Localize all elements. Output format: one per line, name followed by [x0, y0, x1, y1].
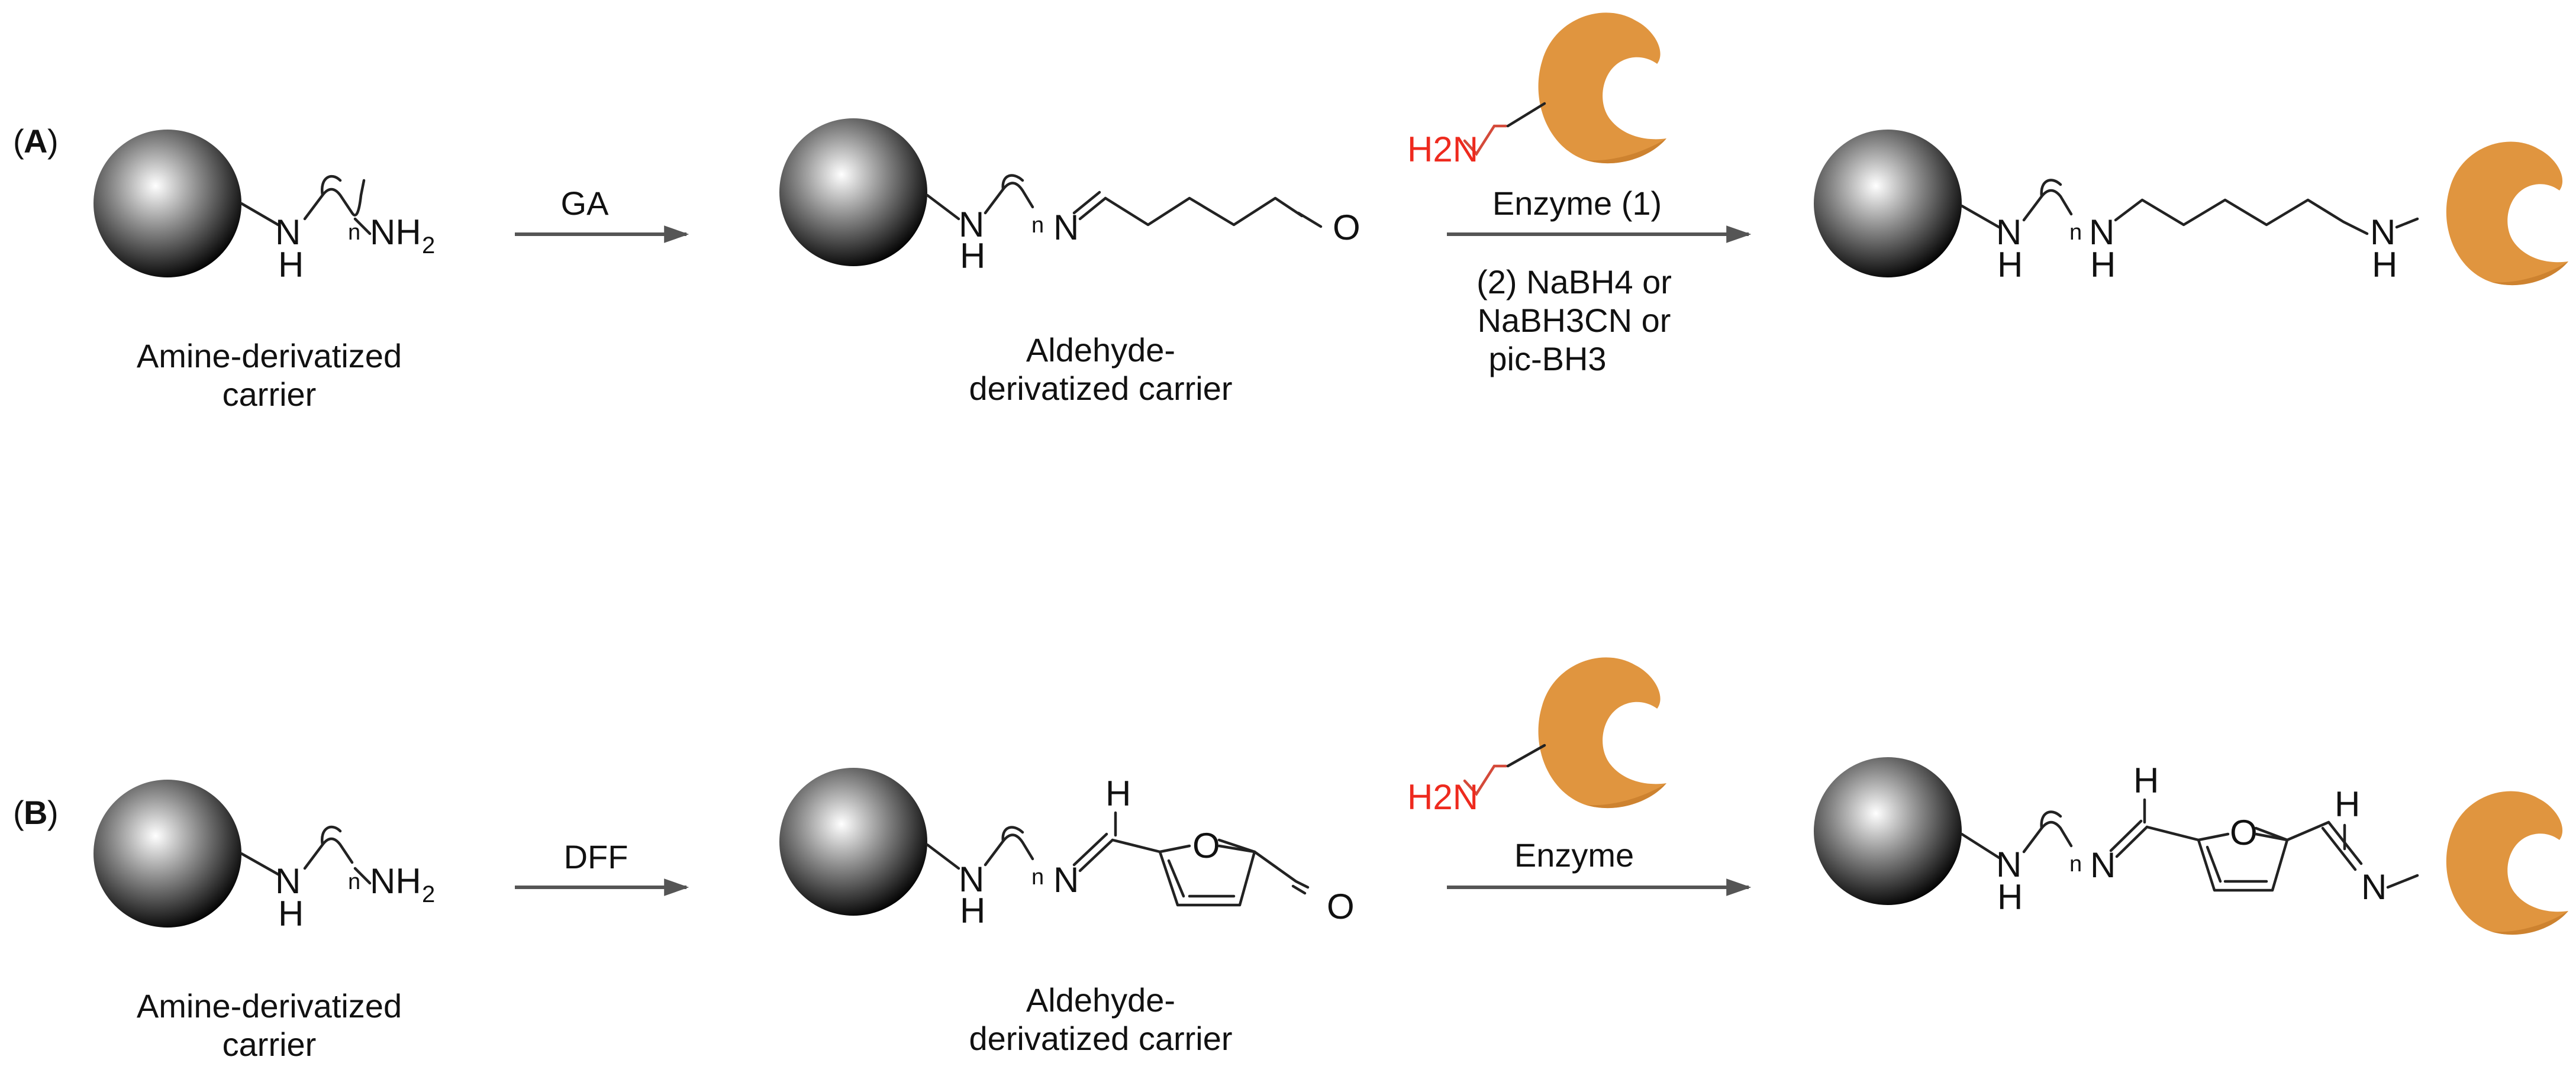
panel-a-close-paren: ) — [47, 122, 59, 160]
panel-b-product-structure: N H n N H O H N — [1814, 757, 2568, 935]
atom-n: N — [275, 212, 301, 252]
panel-a-open-paren: ( — [13, 122, 24, 160]
panel-a-intermediate-label-line2: derivatized carrier — [969, 370, 1232, 407]
atom-h: H — [278, 894, 304, 933]
panel-b-start-label-line2: carrier — [223, 1026, 317, 1063]
panel-a: ( A ) N H n NH 2 Amine-derivatized carri… — [13, 12, 2568, 413]
atom-n: N — [959, 859, 984, 899]
panel-b-close-paren: ) — [47, 794, 59, 831]
atom-h: H — [2335, 784, 2360, 824]
atom-h: H — [1105, 774, 1131, 813]
atom-h: H — [1997, 245, 2023, 285]
panel-a-reagent-ga: GA — [561, 185, 610, 222]
carrier-bead-icon — [779, 768, 927, 916]
atom-n: N — [2361, 867, 2387, 907]
panel-a-start-label-line2: carrier — [223, 376, 317, 413]
repeat-n: n — [1031, 865, 1044, 890]
panel-b-enzyme-reagent: H2N — [1407, 657, 1666, 817]
panel-a-intermediate-label-line1: Aldehyde- — [1026, 331, 1175, 369]
panel-b-reagent-dff: DFF — [564, 838, 628, 875]
atom-h: H — [2372, 245, 2397, 285]
carrier-bead-icon — [1814, 130, 1962, 277]
panel-a-intermediate-structure: N H n N O — [779, 118, 1360, 276]
panel-a-step2-below-2: NaBH3CN or — [1478, 302, 1671, 339]
repeat-n: n — [1031, 213, 1044, 238]
atom-n: N — [275, 861, 301, 901]
atom-n: N — [2370, 212, 2396, 252]
panel-a-step2-below-3: pic-BH3 — [1488, 340, 1606, 377]
enzyme-c-shape-icon — [1538, 12, 1666, 164]
panel-b-intermediate-label-line1: Aldehyde- — [1026, 981, 1175, 1019]
atom-h: H — [278, 245, 304, 285]
atom-o: O — [2230, 813, 2258, 852]
panel-b-step2-above: Enzyme — [1514, 836, 1634, 874]
atom-h: H — [960, 236, 985, 276]
repeat-n: n — [348, 220, 360, 245]
atom-nh: NH — [370, 212, 421, 252]
atom-n: N — [1053, 860, 1079, 900]
panel-a-letter: A — [24, 122, 47, 160]
repeat-n: n — [2069, 220, 2082, 245]
enzyme-c-shape-icon — [2446, 141, 2568, 286]
panel-a-start-label-line1: Amine-derivatized — [137, 337, 402, 374]
atom-h: H — [1997, 877, 2023, 917]
panel-a-step2-below-1: (2) NaBH4 or — [1476, 263, 1672, 300]
amine-h2n-label: H2N — [1407, 130, 1478, 169]
repeat-n: n — [2069, 852, 2082, 877]
enzyme-c-shape-icon — [2446, 791, 2568, 935]
atom-n: N — [2089, 212, 2114, 252]
panel-a-enzyme-reagent: H2N — [1407, 12, 1666, 169]
carrier-bead-icon — [779, 118, 927, 266]
panel-b-start-label-line1: Amine-derivatized — [137, 987, 402, 1025]
atom-n: N — [1053, 208, 1079, 247]
panel-a-product-structure: N H n N H N H — [1814, 130, 2568, 286]
atom-n: N — [1996, 212, 2022, 252]
carrier-bead-icon — [1814, 757, 1962, 905]
atom-o: O — [1192, 826, 1220, 865]
atom-n: N — [1996, 845, 2022, 884]
amine-h2n-label: H2N — [1407, 777, 1478, 817]
panel-a-step2-above: Enzyme (1) — [1492, 185, 1662, 222]
carrier-bead-icon — [94, 130, 241, 277]
atom-n: N — [2090, 845, 2116, 885]
atom-n: N — [959, 205, 984, 244]
subscript-2: 2 — [422, 232, 435, 259]
atom-o: O — [1327, 887, 1355, 926]
panel-b-open-paren: ( — [13, 794, 24, 831]
panel-a-start-structure: N H n NH 2 — [94, 130, 435, 285]
atom-h: H — [960, 891, 985, 930]
panel-b-start-structure: N H n NH 2 — [94, 780, 435, 933]
panel-b-intermediate-structure: N H n N H O O — [779, 768, 1355, 930]
panel-b: ( B ) N H n NH 2 Amine-derivatized carri… — [13, 657, 2568, 1063]
atom-h: H — [2090, 245, 2116, 285]
enzyme-c-shape-icon — [1538, 657, 1666, 809]
atom-o: O — [1333, 208, 1360, 247]
atom-nh: NH — [370, 861, 421, 901]
panel-b-intermediate-label-line2: derivatized carrier — [969, 1020, 1232, 1057]
repeat-n: n — [348, 870, 360, 894]
panel-b-letter: B — [24, 794, 47, 831]
atom-h: H — [2133, 761, 2159, 800]
carrier-bead-icon — [94, 780, 241, 928]
subscript-2: 2 — [422, 881, 435, 907]
